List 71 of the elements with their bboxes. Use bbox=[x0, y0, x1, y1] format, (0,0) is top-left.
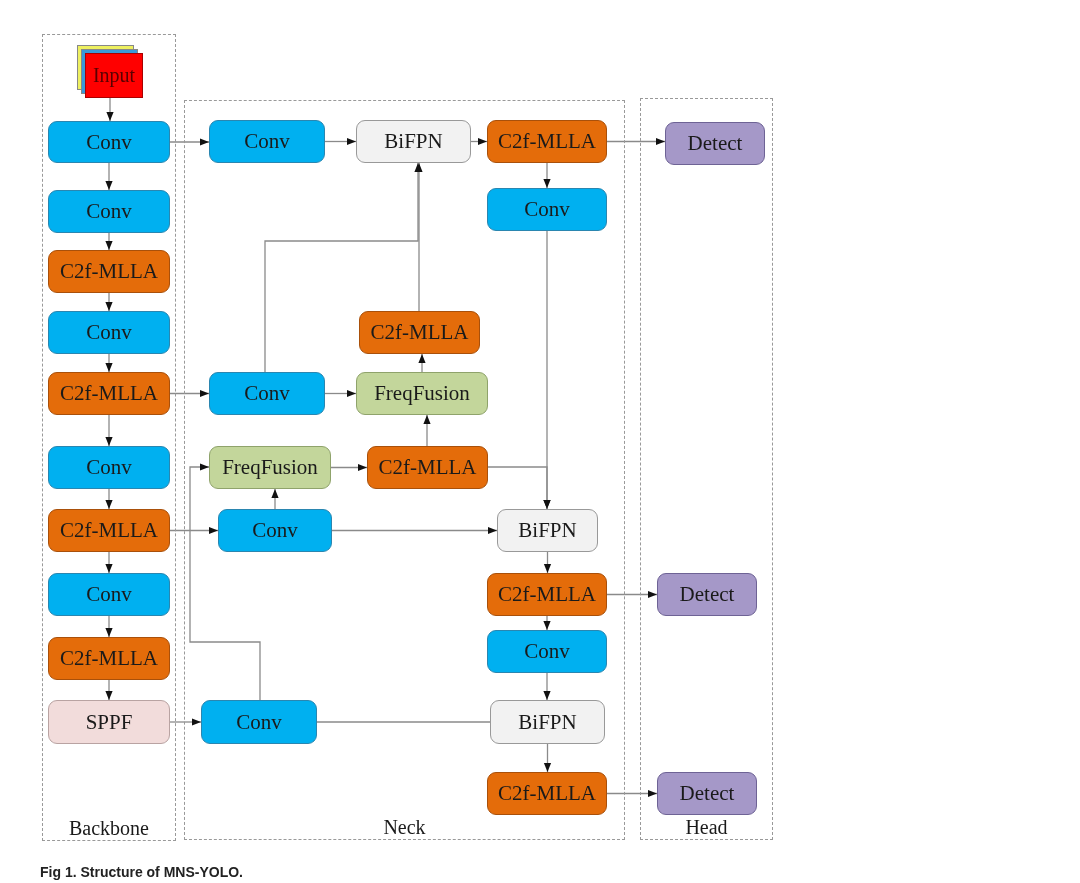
fusion-block: FreqFusion bbox=[209, 446, 331, 489]
conv-block: Conv bbox=[201, 700, 317, 744]
arrow bbox=[271, 488, 279, 510]
arrow bbox=[105, 679, 113, 701]
bifpn-block: BiFPN bbox=[356, 120, 471, 163]
detect-block: Detect bbox=[657, 573, 757, 616]
arrow bbox=[106, 97, 114, 122]
arrow bbox=[169, 138, 210, 146]
group-title: Backbone bbox=[69, 816, 149, 840]
arrow bbox=[105, 292, 113, 312]
conv-block: Conv bbox=[209, 372, 325, 415]
arrow bbox=[606, 590, 658, 599]
connector-line bbox=[316, 721, 491, 723]
arrow bbox=[606, 789, 658, 798]
arrow bbox=[105, 615, 113, 638]
arrow bbox=[105, 488, 113, 510]
bifpn-block: BiFPN bbox=[490, 700, 605, 744]
detect-block: Detect bbox=[665, 122, 765, 165]
arrow bbox=[105, 162, 113, 191]
arrow bbox=[487, 466, 551, 510]
c2f-block: C2f-MLLA bbox=[367, 446, 488, 489]
c2f-block: C2f-MLLA bbox=[487, 120, 607, 163]
arrow bbox=[423, 414, 431, 447]
c2f-block: C2f-MLLA bbox=[48, 509, 170, 552]
arrow bbox=[169, 718, 202, 726]
conv-block: Conv bbox=[218, 509, 332, 552]
conv-block: Conv bbox=[48, 573, 170, 616]
arrow bbox=[189, 463, 261, 701]
c2f-block: C2f-MLLA bbox=[48, 372, 170, 415]
arrow bbox=[105, 414, 113, 447]
arrow bbox=[105, 551, 113, 574]
arrow bbox=[169, 389, 210, 398]
conv-block: Conv bbox=[48, 121, 170, 163]
arrow bbox=[543, 615, 551, 631]
dashed-group-frame bbox=[42, 34, 176, 841]
conv-block: Conv bbox=[487, 188, 607, 231]
arrow bbox=[418, 353, 426, 373]
arrow bbox=[324, 137, 357, 146]
c2f-block: C2f-MLLA bbox=[359, 311, 480, 354]
c2f-block: C2f-MLLA bbox=[48, 637, 170, 680]
dashed-group-frame bbox=[640, 98, 773, 840]
c2f-block: C2f-MLLA bbox=[48, 250, 170, 293]
arrow bbox=[105, 232, 113, 251]
arrow bbox=[330, 463, 368, 472]
conv-block: Conv bbox=[48, 190, 170, 233]
arrow bbox=[543, 672, 551, 701]
arrow bbox=[543, 551, 552, 574]
detect-block: Detect bbox=[657, 772, 757, 815]
c2f-block: C2f-MLLA bbox=[487, 772, 607, 815]
arrow bbox=[415, 162, 423, 312]
arrow bbox=[105, 353, 113, 373]
bifpn-block: BiFPN bbox=[497, 509, 598, 552]
fusion-block: FreqFusion bbox=[356, 372, 488, 415]
sppf-block: SPPF bbox=[48, 700, 170, 744]
group-title: Neck bbox=[383, 815, 426, 839]
arrow bbox=[324, 389, 357, 398]
dashed-group-frame bbox=[184, 100, 625, 840]
arrow bbox=[543, 743, 552, 773]
conv-block: Conv bbox=[487, 630, 607, 673]
arrow bbox=[331, 526, 498, 535]
arrow bbox=[470, 137, 488, 146]
arrow bbox=[264, 162, 422, 373]
figure-caption: Fig 1. Structure of MNS-YOLO. bbox=[40, 864, 243, 880]
group-title: Head bbox=[685, 815, 728, 839]
conv-block: Conv bbox=[48, 446, 170, 489]
arrow bbox=[606, 137, 666, 146]
arrow bbox=[543, 162, 551, 189]
conv-block: Conv bbox=[48, 311, 170, 354]
conv-block: Conv bbox=[209, 120, 325, 163]
arrow bbox=[169, 526, 219, 535]
c2f-block: C2f-MLLA bbox=[487, 573, 607, 616]
